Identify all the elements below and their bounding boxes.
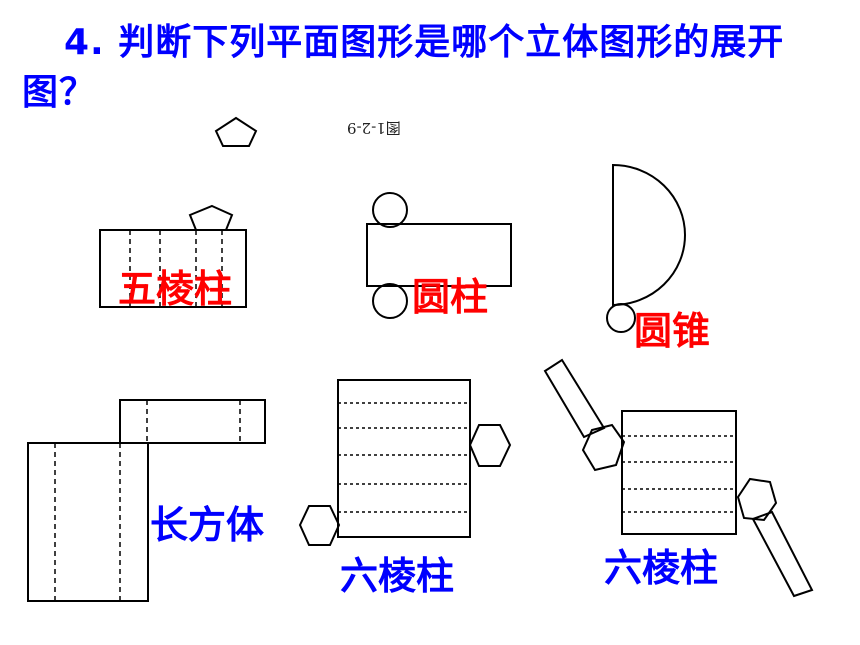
cone-base-circle	[606, 303, 636, 333]
cylinder-lateral-rect	[366, 223, 512, 287]
hexagonal-prism-net-1	[298, 379, 512, 546]
cuboid-net	[27, 399, 266, 602]
cuboid-left-faces	[27, 442, 149, 602]
answer-label-hexagonal-prism-2: 六棱柱	[604, 546, 719, 590]
strip-upper-left	[543, 358, 606, 439]
pentagonal-prism-net	[99, 116, 258, 308]
hexagon-face-left	[298, 505, 341, 546]
cone-net	[606, 163, 686, 333]
hexagon-face-upper-left	[581, 423, 626, 472]
hexagonal-prism-net-2	[543, 358, 814, 598]
pentagon-side-face	[188, 204, 234, 231]
cone-sector	[612, 163, 686, 307]
answer-label-cylinder: 圆柱	[412, 275, 489, 319]
question-title: 4. 判断下列平面图形是哪个立体图形的展开图？	[22, 22, 785, 113]
cuboid-top-strip	[119, 399, 266, 444]
fold-lines	[338, 402, 470, 513]
cylinder-top-circle	[372, 192, 408, 228]
answer-label-hexagonal-prism-1: 六棱柱	[340, 554, 455, 598]
lateral-faces	[621, 410, 737, 535]
cylinder-net	[366, 192, 512, 319]
cylinder-bottom-circle	[372, 283, 408, 319]
answer-label-pentagonal-prism: 五棱柱	[118, 267, 233, 311]
answer-label-cuboid: 长方体	[150, 503, 265, 547]
fold-lines	[54, 400, 241, 601]
pentagon-top-face	[214, 116, 258, 147]
lateral-faces	[337, 379, 471, 538]
fold-lines	[129, 230, 223, 307]
hexagon-face-right	[468, 424, 512, 467]
strip-lower-right	[751, 510, 814, 598]
hexagon-face-lower-right	[736, 477, 778, 522]
answer-label-cone: 圆锥	[634, 309, 711, 353]
fold-lines	[622, 435, 736, 513]
lateral-faces	[99, 229, 247, 308]
